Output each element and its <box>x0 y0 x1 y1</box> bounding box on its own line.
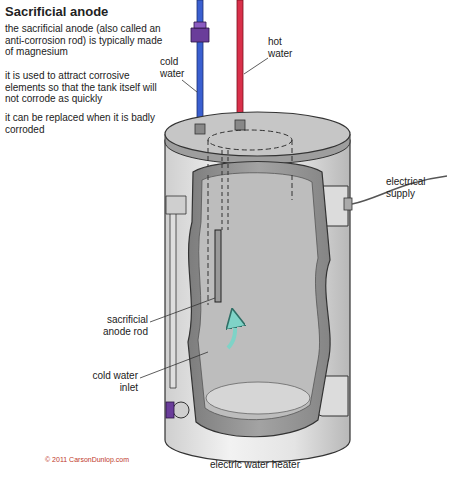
drain-valve <box>173 402 189 418</box>
copyright-note: © 2011 CarsonDunlop.com <box>45 456 129 464</box>
note-text: the sacrificial anode (also called an an… <box>5 23 165 58</box>
flow-arrow <box>228 318 235 348</box>
tank-interior <box>198 173 320 420</box>
tank-body <box>165 140 350 462</box>
part-label: electrical supply <box>386 176 446 199</box>
diagram-title: Sacrificial anode <box>5 4 108 19</box>
anode-rod <box>215 230 221 302</box>
tank-lid <box>165 112 350 156</box>
relief-pipe <box>170 200 176 388</box>
hidden-outline <box>208 130 292 150</box>
anode-hidden <box>222 150 228 230</box>
hot-water-pipe <box>237 0 243 124</box>
part-label: cold water <box>160 56 196 79</box>
leader-line <box>150 298 215 322</box>
part-label: cold water inlet <box>76 370 138 393</box>
tank-cutaway <box>188 162 330 437</box>
leader-line <box>140 352 208 378</box>
relief-valve <box>166 196 186 214</box>
diagram-caption: electric water heater <box>160 459 350 470</box>
note-text: it is used to attract corrosive elements… <box>5 70 165 105</box>
valve-handle <box>194 22 206 28</box>
drain-handle <box>166 402 174 418</box>
part-label: sacrificial anode rod <box>86 314 148 337</box>
power-cable <box>352 176 447 204</box>
leader-line <box>182 80 197 92</box>
cold-fitting <box>195 124 205 134</box>
leader-line <box>244 58 268 74</box>
shutoff-valve <box>191 28 209 42</box>
tank-bottom-inside <box>206 382 310 414</box>
part-label: hot water <box>268 36 304 59</box>
junction-box <box>344 198 352 210</box>
hot-fitting <box>235 120 245 130</box>
hidden-outline <box>208 175 292 305</box>
cold-water-pipe <box>197 0 203 128</box>
note-text: it can be replaced when it is badly corr… <box>5 112 165 135</box>
